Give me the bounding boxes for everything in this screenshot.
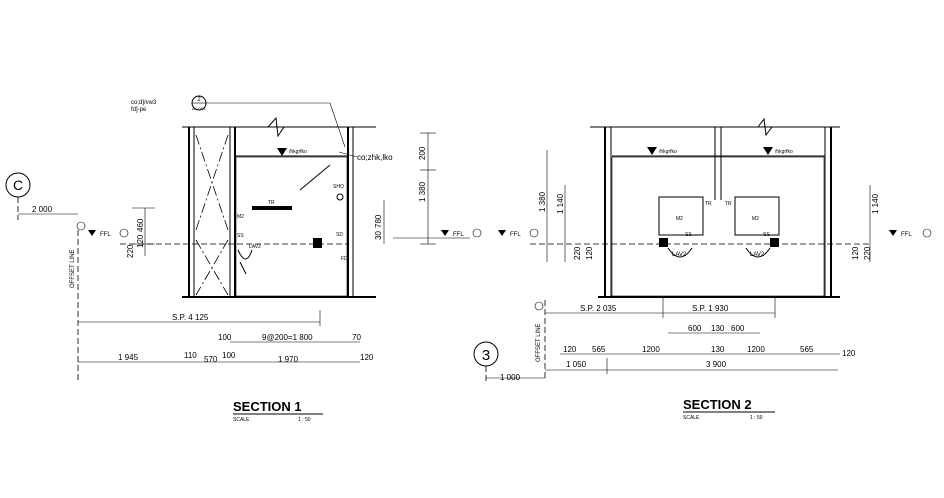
s1-level-tag: /hkgrfko [289, 149, 307, 155]
s1-dim-tiles: 9@200=1 800 [262, 333, 313, 342]
s2-ffl-right: FFL [901, 232, 912, 238]
s1-dim-460: 460 [136, 218, 145, 232]
s1-dim-570: 570 [204, 355, 218, 364]
s1-ffl-left: FFL [100, 232, 111, 238]
s2-level-b: /hkgrfko [775, 149, 793, 155]
s1-dim-110: 110 [184, 351, 197, 360]
s1-note-top-1: co;d]/vw3 [131, 100, 157, 106]
s2-tile-grid [611, 156, 825, 297]
s2-label-m2a: M2 [676, 216, 683, 222]
s1-note-top-2: fd]-pe [131, 107, 147, 113]
s2-dim-1140l: 1 140 [556, 193, 565, 214]
s2-dim-120a: 120 [563, 345, 577, 354]
s1-dim-30: 30 [374, 231, 383, 240]
s1-shower-pipe [299, 164, 331, 191]
s1-dim-offset: 2 000 [32, 205, 53, 214]
s1-label-ss: SS [237, 233, 244, 239]
s1-dim-120v: 120 [136, 234, 145, 248]
s2-dim-120b: 120 [842, 349, 856, 358]
svg-text:3: 3 [482, 347, 490, 364]
s2-dim-600b: 600 [731, 324, 745, 333]
s1-break-line [267, 116, 285, 138]
s1-label-sho: SHO [333, 184, 344, 190]
s1-dim-220: 220 [126, 244, 135, 258]
s1-label-sd: SD [336, 232, 343, 238]
s2-dim-565a: 565 [592, 345, 606, 354]
s2-level-a: /hkgrfko [659, 149, 677, 155]
s2-dim-1200b: 1200 [747, 345, 765, 354]
s1-drain [313, 238, 322, 248]
s1-dim-1970: 1 970 [278, 355, 299, 364]
s1-callout-ref: A7-03.1 [192, 106, 207, 111]
s1-dim-100b: 100 [222, 351, 236, 360]
s1-dim-200: 200 [418, 146, 427, 160]
s1-callout-number: 2 [197, 97, 201, 103]
s2-mirror-b [734, 196, 780, 236]
s1-dim-1945: 1 945 [118, 353, 139, 362]
s2-label-tra: TR [705, 201, 712, 207]
grid-marker-c: C [5, 172, 31, 220]
s1-scale-label: SCALE [233, 417, 250, 423]
s2-dim-offset: 1 000 [500, 373, 521, 382]
s2-dim-220: 220 [573, 246, 582, 260]
s2-dim-565b: 565 [800, 345, 814, 354]
s1-shower-head [336, 193, 344, 201]
s2-label-ssb: SS [763, 232, 770, 238]
s2-ffl-left: FFL [510, 232, 521, 238]
s1-title: SECTION 1 [233, 399, 302, 414]
section-2: M2 M2 TR TR SS SS LAV2 LAV2 /hkgrfko /hk… [473, 117, 932, 421]
s1-label-fd: FD [341, 256, 348, 262]
s1-cavity-x [195, 134, 229, 296]
s2-offset-line-label: OFFSET LINE [536, 323, 542, 362]
s1-tile-grid [235, 156, 348, 297]
s2-scale-value: 1 : 50 [750, 415, 763, 421]
s1-label-tr: TR [268, 200, 275, 206]
s2-label-lava: LAV2 [672, 252, 687, 258]
s1-towel-rail [252, 206, 292, 210]
s2-dim-120v: 120 [585, 246, 594, 260]
s2-scale-label: SCALE [683, 415, 700, 421]
s1-dim-1380: 1 380 [418, 181, 427, 202]
s2-dim-1050: 1 050 [566, 360, 587, 369]
s1-label-lav: LAV2 [249, 244, 261, 250]
s1-dim-100: 100 [218, 333, 232, 342]
s1-note-right: co;zhk,lko [357, 153, 393, 162]
s2-dim-130b: 130 [711, 345, 725, 354]
s1-dim-sp: S.P. 4 125 [172, 313, 209, 322]
s2-label-trb: TR [725, 201, 732, 207]
s2-dim-600a: 600 [688, 324, 702, 333]
svg-text:C: C [13, 177, 23, 193]
s2-mirror-a [658, 196, 704, 236]
s2-dim-1200a: 1200 [642, 345, 660, 354]
s1-dim-120: 120 [360, 353, 374, 362]
grid-marker-3: 3 1 000 [473, 341, 545, 383]
s2-dim-1380: 1 380 [538, 191, 547, 212]
s2-dim-sp1: S.P. 2 035 [580, 304, 617, 313]
s1-dim-780: 780 [374, 214, 383, 228]
s1-basin [237, 249, 253, 275]
s2-label-ssa: SS [685, 232, 692, 238]
s2-title: SECTION 2 [683, 397, 752, 412]
s2-label-lavb: LAV2 [750, 252, 765, 258]
s2-label-m2b: M2 [752, 216, 759, 222]
s1-dim-70: 70 [352, 333, 361, 342]
s2-dim-130a: 130 [711, 324, 725, 333]
s2-dim-sp2: S.P. 1 930 [692, 304, 729, 313]
s1-offset-line-label: OFFSET LINE [70, 249, 76, 288]
section-1: TR M2 SHO SD SS LAV2 FD /hkgrfko 2 A7-03… [18, 95, 482, 423]
s2-dim-120r: 120 [851, 246, 860, 260]
s2-dim-220r: 220 [863, 246, 872, 260]
s1-label-m2: M2 [237, 214, 244, 220]
s1-scale-value: 1 : 50 [298, 417, 311, 423]
s1-leader-top [206, 102, 346, 148]
s1-ffl-right: FFL [453, 232, 464, 238]
s2-dim-3900: 3 900 [706, 360, 727, 369]
s2-dim-1140r: 1 140 [871, 193, 880, 214]
